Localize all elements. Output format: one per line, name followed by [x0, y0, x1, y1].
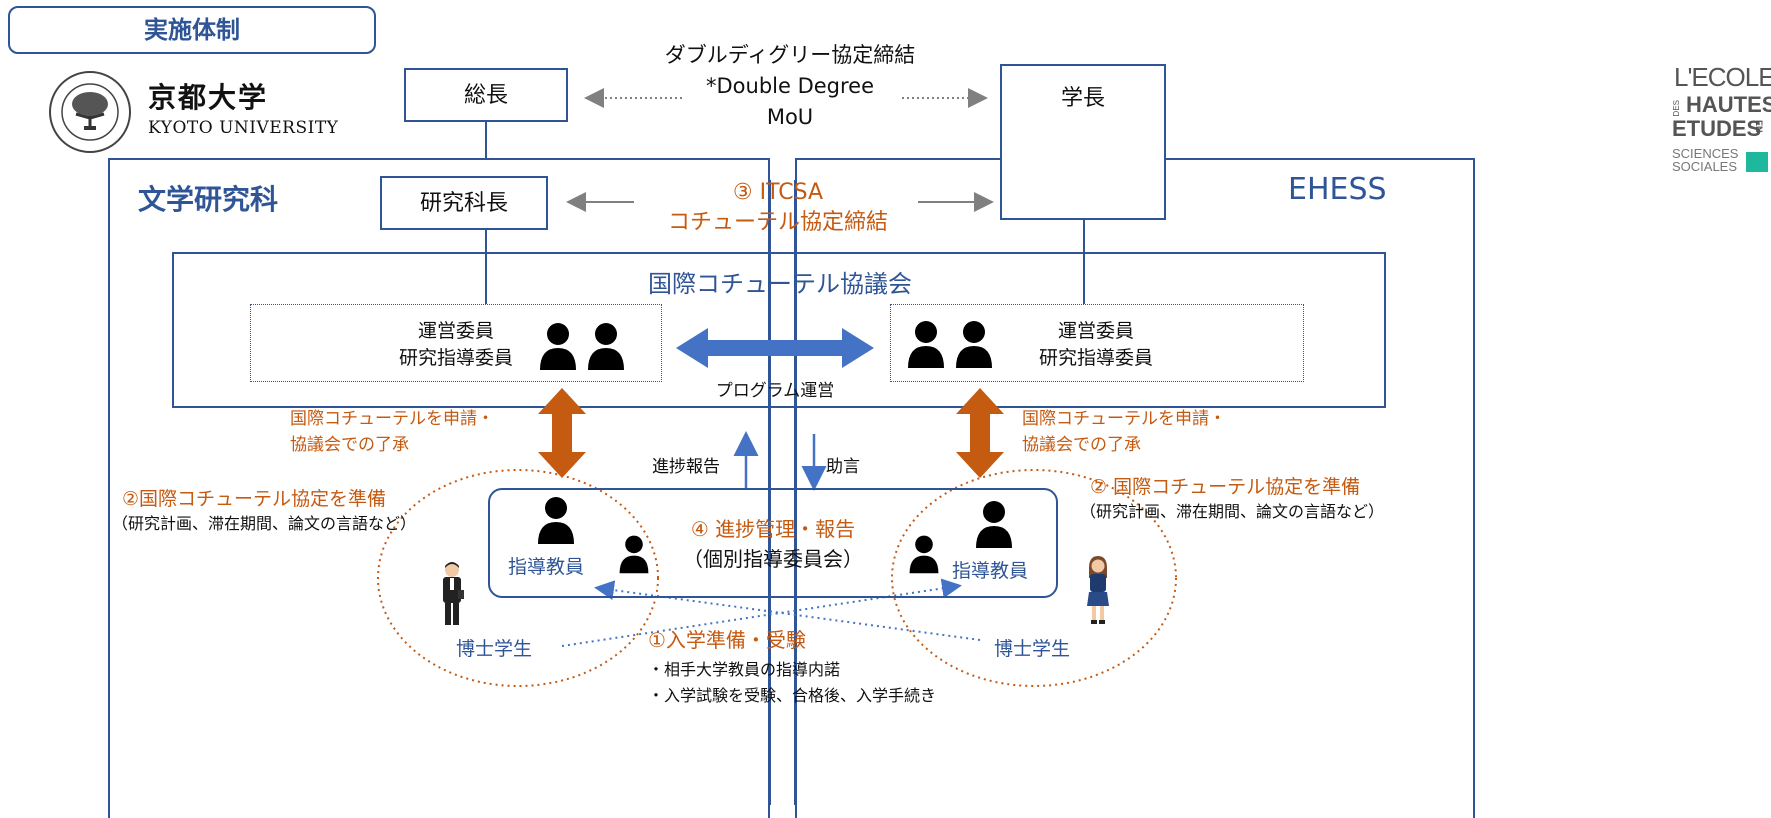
student-right-label: 博士学生	[994, 638, 1071, 660]
management-line1: ④ 進捗管理・報告	[690, 517, 856, 541]
ehess-logo-line4a: SCIENCES	[1672, 146, 1739, 161]
person-icon	[540, 323, 576, 370]
president-box-left: 総長	[404, 68, 568, 122]
student-male-icon	[443, 562, 464, 625]
admission-item2: ・入学試験を受験、合格後、入学手続き	[648, 686, 937, 705]
faculty-label-left: 文学研究科	[138, 183, 279, 216]
dean-label: 研究科長	[419, 191, 508, 216]
advice-label: 助言	[826, 457, 860, 477]
prep-right-title: ② 国際コチューテル協定を準備	[1090, 476, 1361, 498]
committee-left-line1: 運営委員	[417, 320, 494, 342]
ehess-logo-line2: HAUTES	[1686, 92, 1771, 117]
management-label: ④ 進捗管理・報告 （個別指導委員会）	[660, 514, 886, 574]
kyoto-seal-icon	[49, 71, 131, 153]
ehess-teal-block	[1746, 152, 1768, 172]
committee-left-text: 運営委員 研究指導委員	[376, 318, 536, 372]
dean-box: 研究科長	[380, 176, 548, 230]
admission-title: ①入学準備・受験	[648, 628, 806, 652]
apply-right-line2: 協議会での了承	[1022, 435, 1141, 455]
kyoto-seal-logo	[48, 70, 132, 154]
council-title: 国際コチューテル協議会	[648, 270, 912, 298]
student-female-icon	[1087, 556, 1109, 624]
committee-right-text: 運営委員 研究指導委員	[1016, 318, 1176, 372]
ehess-logo-line3: ETUDES	[1672, 116, 1762, 141]
page-title: 実施体制	[144, 16, 240, 44]
apply-left-line2: 協議会での了承	[290, 435, 409, 455]
person-icon	[619, 535, 649, 574]
advisor-left-label: 指導教員	[508, 556, 585, 578]
council-frame	[172, 252, 1386, 408]
mou-label: ダブルディグリー協定締結 *Double Degree MoU	[640, 40, 940, 133]
admission-item1: ・相手大学教員の指導内諾	[648, 660, 841, 679]
president-box-right: 学長	[1000, 64, 1166, 220]
kyoto-name-en: KYOTO UNIVERSITY	[148, 118, 339, 138]
mou-line1: ダブルディグリー協定締結	[664, 43, 916, 67]
committee-right-line2: 研究指導委員	[1038, 347, 1153, 369]
program-op-label: プログラム運営	[715, 381, 835, 401]
itcsa-line1: ③ ITCSA	[732, 180, 824, 205]
progress-report-label: 進捗報告	[652, 457, 720, 477]
committee-left-line2: 研究指導委員	[398, 347, 513, 369]
committee-box-right	[890, 304, 1304, 382]
person-icon	[588, 323, 624, 370]
supervision-box	[488, 488, 1058, 598]
ehess-logo-line4b: SOCIALES	[1672, 159, 1738, 174]
advisor-right-label: 指導教員	[952, 560, 1029, 582]
person-icon	[908, 321, 944, 368]
committee-right-line1: 運営委員	[1057, 320, 1134, 342]
ehess-logo-en: EN	[1754, 120, 1764, 133]
apply-right-line1: 国際コチューテルを申請・	[1022, 409, 1226, 429]
prep-left-sub: （研究計画、滞在期間、論文の言語など）	[112, 514, 417, 533]
faculty-label-right: EHESS	[1288, 172, 1387, 207]
apply-right-label: 国際コチューテルを申請・ 協議会での了承	[1022, 406, 1226, 458]
kyoto-name-jp: 京都大学	[148, 81, 269, 114]
management-line2: （個別指導委員会）	[683, 547, 863, 571]
apply-left-label: 国際コチューテルを申請・ 協議会での了承	[290, 406, 494, 458]
mou-line2: *Double Degree	[705, 74, 875, 98]
title-tab: 実施体制	[8, 6, 376, 54]
prep-right-sub: （研究計画、滞在期間、論文の言語など）	[1080, 502, 1385, 521]
person-icon	[976, 501, 1012, 548]
ehess-logo: L'ECOLE DES HAUTES ETUDES EN SCIENCES SO…	[1670, 62, 1771, 184]
person-icon	[538, 497, 574, 544]
student-left-label: 博士学生	[456, 638, 533, 660]
person-icon	[956, 321, 992, 368]
apply-left-line1: 国際コチューテルを申請・	[290, 409, 494, 429]
ehess-logo-line1: L'ECOLE	[1674, 62, 1771, 92]
person-icon	[909, 535, 939, 574]
mou-line3: MoU	[766, 105, 814, 129]
president-right-label: 学長	[1060, 86, 1105, 111]
itcsa-label: ③ ITCSA コチューテル協定締結	[636, 178, 920, 238]
itcsa-line2: コチューテル協定締結	[667, 210, 888, 235]
prep-left-title: ②国際コチューテル協定を準備	[122, 488, 387, 510]
president-left-label: 総長	[463, 83, 508, 108]
